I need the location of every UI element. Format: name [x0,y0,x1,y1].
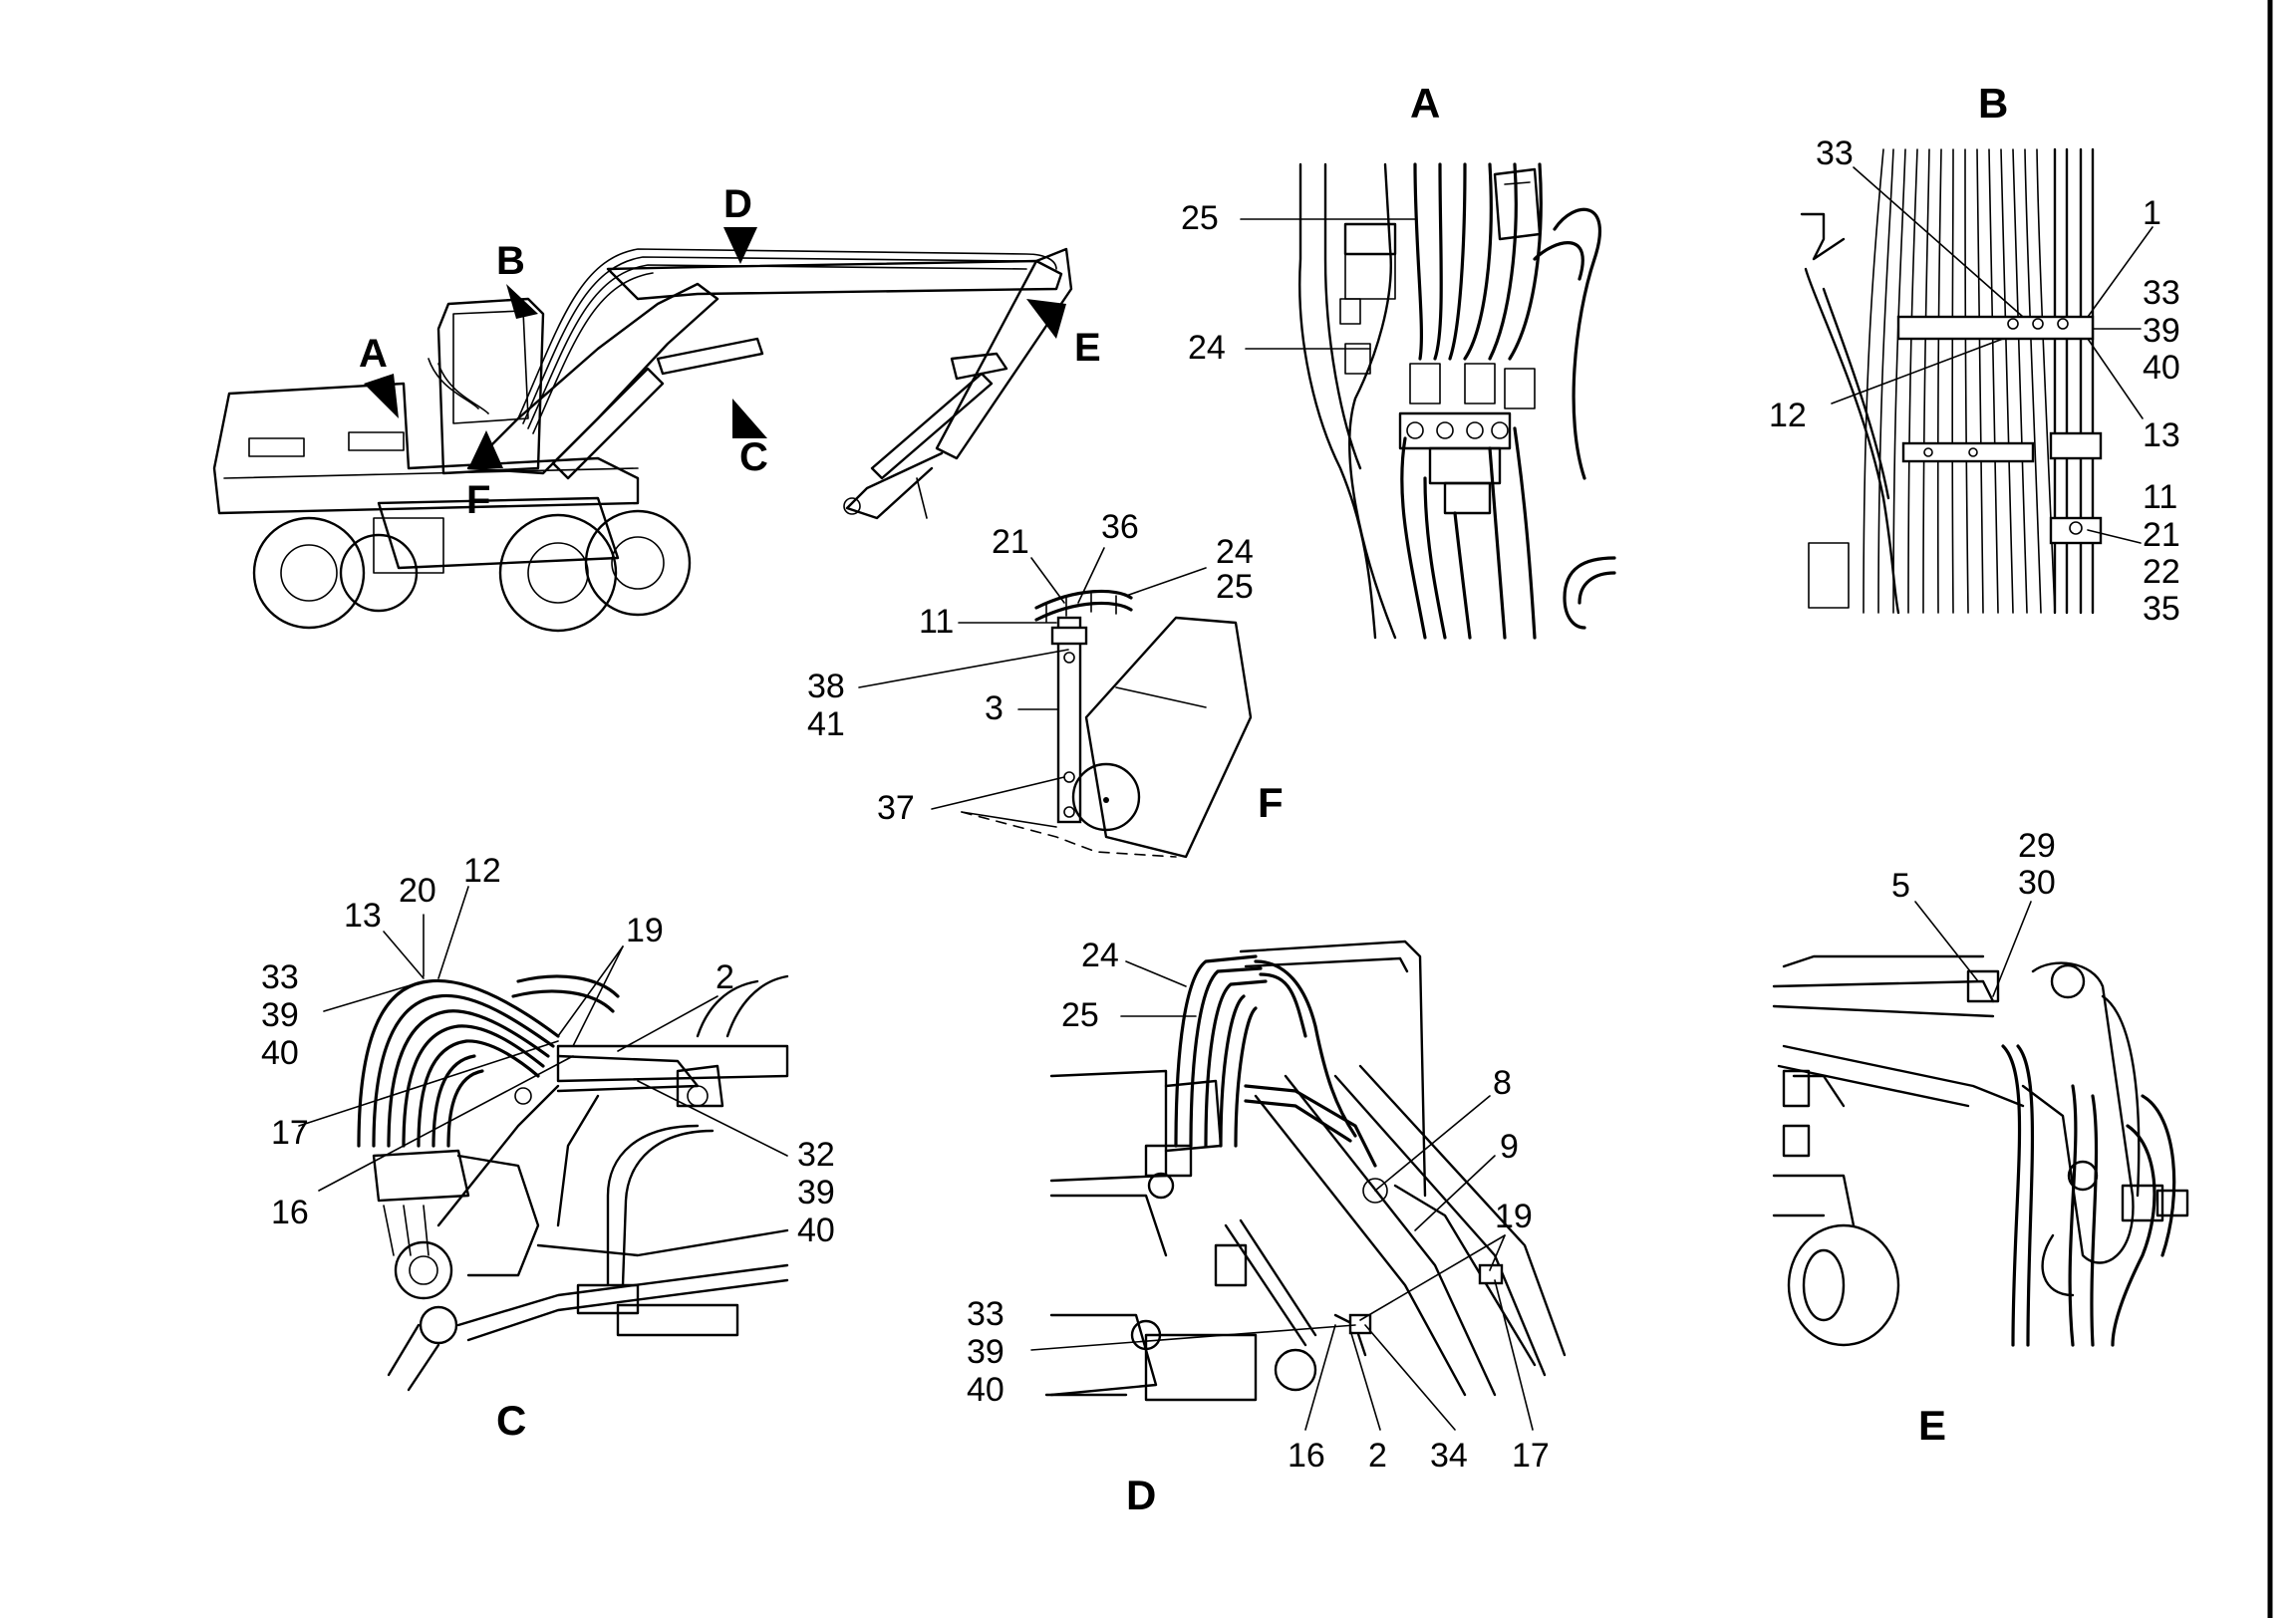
view-d-callout-9: 9 [1500,1128,1519,1166]
view-b-clamp-bar [1896,315,2095,341]
view-f-callout-41: 41 [807,705,845,743]
view-f-callout-11: 11 [919,603,954,641]
view-f-callout-25: 25 [1216,568,1254,606]
view-c-drawing: C [261,852,835,1444]
view-b-callout-33b: 33 [2143,274,2180,312]
view-c-callout-2: 2 [716,958,734,996]
view-c-hose-bundle [357,974,620,1148]
view-c-callout-19: 19 [626,912,664,949]
view-b-callout-39: 39 [2143,312,2180,350]
view-d-callout-24: 24 [1081,937,1119,974]
view-f-strap [1056,616,1082,824]
marker-e-label: E [1074,326,1101,370]
marker-a-label: A [359,332,388,376]
view-d-callout-25: 25 [1061,996,1099,1034]
view-b-callout-13: 13 [2143,416,2180,454]
view-f-callout-38: 38 [807,668,845,705]
view-b-callout-11: 11 [2143,478,2177,516]
view-b-callout-40: 40 [2143,349,2180,387]
view-c-callout-20: 20 [399,872,436,910]
excavator-overview [212,247,1073,633]
view-c-callout-40: 40 [261,1034,299,1072]
view-b-title: B [1978,80,2008,127]
view-b-callout-21: 21 [2143,516,2180,554]
view-f-title: F [1258,779,1284,826]
view-d-callout-34: 34 [1430,1437,1468,1475]
view-c-callout-16: 16 [271,1194,309,1231]
view-d-title: D [1126,1472,1156,1518]
marker-f-label: F [466,478,490,522]
view-d-hose-bundle [1174,954,1377,1168]
view-f-callout-21: 21 [992,523,1029,561]
view-d-callout-17: 17 [1512,1437,1550,1475]
view-e-drawing: E 5 29 30 [1772,827,2189,1449]
view-d-callout-16: 16 [1288,1437,1325,1475]
view-c-title: C [496,1397,526,1444]
marker-d-label: D [723,182,752,226]
view-c-callout-32: 32 [797,1136,835,1174]
view-c-callout-12: 12 [463,852,501,890]
marker-c-arrow: C [732,399,768,479]
view-c-callout-33: 33 [261,958,299,996]
view-b-callout-35: 35 [2143,590,2180,628]
view-a-callout-24: 24 [1188,329,1226,367]
view-d-callout-19: 19 [1495,1198,1533,1235]
marker-d-arrow: D [723,182,757,264]
view-c-callout-13: 13 [344,897,382,935]
view-b-drawing: B [1769,80,2180,628]
view-f-drawing: F 21 36 24 25 11 38 41 3 37 [807,508,1284,859]
view-f-callout-3: 3 [985,689,1004,727]
view-e-title: E [1918,1402,1946,1449]
view-d-callout-2: 2 [1368,1437,1387,1475]
marker-a-arrow: A [359,332,399,418]
view-c-callout-40b: 40 [797,1212,835,1249]
view-f-callout-37: 37 [877,789,915,827]
view-c-callout-39: 39 [261,996,299,1034]
view-c-callout-39b: 39 [797,1174,835,1212]
view-d-drawing: D [967,937,1567,1518]
marker-c-label: C [739,435,768,479]
view-a-title: A [1410,80,1440,127]
view-a-callout-25: 25 [1181,199,1219,237]
marker-b-label: B [496,239,525,283]
view-b-callout-12: 12 [1769,397,1807,434]
view-d-callout-8: 8 [1493,1064,1512,1102]
view-e-callout-29: 29 [2018,827,2056,865]
view-b-callout-33: 33 [1816,135,1854,172]
view-b-callout-22: 22 [2143,553,2180,591]
marker-e-arrow: E [1026,299,1101,370]
view-f-callout-24: 24 [1216,533,1254,571]
view-f-callout-36: 36 [1101,508,1139,546]
marker-b-arrow: B [496,239,538,319]
view-d-callout-39: 39 [967,1333,1004,1371]
view-d-callout-33: 33 [967,1295,1004,1333]
view-a-drawing: A [1181,80,1616,640]
view-c-callout-17: 17 [271,1114,309,1152]
view-e-callout-5: 5 [1891,867,1910,905]
view-d-callout-40: 40 [967,1371,1004,1409]
marker-f-arrow: F [466,430,503,522]
view-b-callout-1: 1 [2143,194,2161,232]
view-e-callout-30: 30 [2018,864,2056,902]
